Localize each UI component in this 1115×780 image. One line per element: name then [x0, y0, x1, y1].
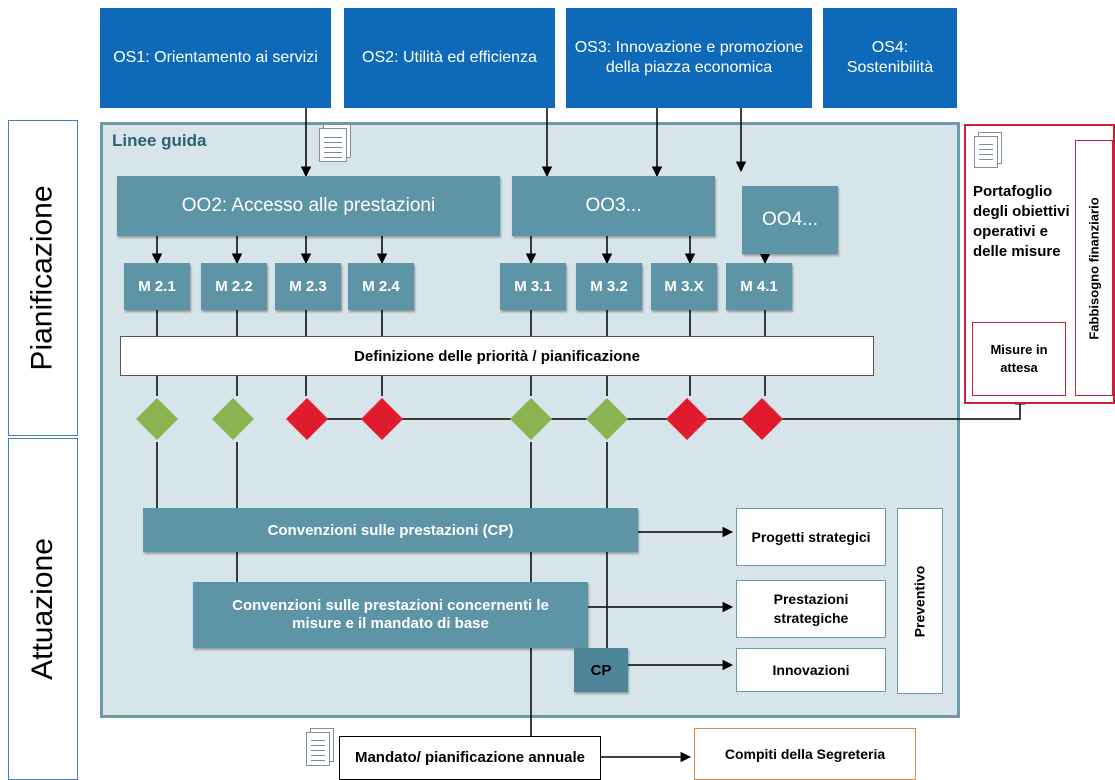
strategic-objective-os4: OS4: Sostenibilità	[823, 8, 957, 108]
document-icon	[319, 128, 347, 162]
strategic-objective-os2: OS2: Utilità ed efficienza	[344, 8, 555, 108]
os1-label: OS1: Orientamento ai servizi	[113, 49, 318, 66]
decision-diamond-rejected	[286, 398, 328, 440]
os2-label: OS2: Utilità ed efficienza	[362, 49, 537, 66]
measure-label: M 2.3	[289, 278, 327, 295]
oo2-label: OO2: Accesso alle prestazioni	[181, 195, 436, 216]
preventivo-box: Preventivo	[897, 508, 943, 694]
priority-bar-label: Definizione delle priorità / pianificazi…	[354, 347, 640, 365]
output-innovazioni-label: Innovazioni	[772, 661, 850, 678]
cp-main-box: Convenzioni sulle prestazioni (CP)	[143, 508, 638, 552]
preventivo-label: Preventivo	[911, 565, 928, 637]
measure-label: M 3.X	[664, 278, 704, 295]
measure-label: M 3.2	[590, 278, 628, 295]
measure-m23: M 2.3	[275, 263, 341, 310]
measure-label: M 2.2	[215, 278, 253, 295]
decision-diamond-approved	[586, 398, 628, 440]
cp-measures-label: Convenzioni sulle prestazioni concernent…	[232, 597, 549, 632]
oo4-label: OO4...	[762, 209, 818, 230]
measure-m32: M 3.2	[576, 263, 642, 310]
oo3-label: OO3...	[585, 195, 642, 216]
secretariat-box: Compiti della Segreteria	[694, 728, 916, 780]
cp-small-box: CP	[574, 648, 628, 692]
measure-m3x: M 3.X	[651, 263, 717, 310]
portfolio-title: Portafoglio degli obiettivi operativi e …	[973, 183, 1070, 260]
output-innovazioni: Innovazioni	[736, 648, 886, 692]
output-prestazioni-label: Prestazioni strategiche	[773, 591, 849, 626]
finance-label: Fabbisogno finanziario	[1086, 196, 1102, 340]
decision-diamond-approved	[136, 398, 178, 440]
secretariat-label: Compiti della Segreteria	[724, 746, 886, 762]
operational-objective-oo3: OO3...	[512, 176, 715, 236]
measure-m41: M 4.1	[726, 263, 792, 310]
measure-label: M 4.1	[740, 278, 778, 295]
cp-measures-box: Convenzioni sulle prestazioni concernent…	[193, 582, 588, 648]
mandate-document-icon	[306, 732, 330, 766]
cp-main-label: Convenzioni sulle prestazioni (CP)	[267, 521, 514, 539]
os3-label: OS3: Innovazione e promozione della piaz…	[574, 39, 804, 76]
decision-diamond-rejected	[361, 398, 403, 440]
portfolio-document-icon	[974, 136, 998, 168]
decision-diamond-rejected	[741, 398, 783, 440]
phase-pianificazione: Pianificazione	[8, 120, 78, 436]
mandate-box: Mandato/ pianificazione annuale	[339, 736, 601, 780]
operational-objective-oo4: OO4...	[742, 186, 838, 254]
decision-diamond-approved	[212, 398, 254, 440]
pending-measures-box: Misure in attesa	[972, 322, 1066, 396]
decision-diamond-rejected	[666, 398, 708, 440]
cp-small-label: CP	[590, 661, 612, 679]
os4-label: OS4: Sostenibilità	[846, 39, 934, 76]
panel-title: Linee guida	[112, 131, 207, 150]
finance-box: Fabbisogno finanziario	[1075, 140, 1113, 396]
measure-m21: M 2.1	[124, 263, 190, 310]
measure-label: M 3.1	[514, 278, 552, 295]
strategic-objective-os3: OS3: Innovazione e promozione della piaz…	[566, 8, 812, 108]
measure-label: M 2.1	[138, 278, 176, 295]
measure-m24: M 2.4	[348, 263, 414, 310]
output-prestazioni-strategiche: Prestazioni strategiche	[736, 580, 886, 638]
measure-m31: M 3.1	[500, 263, 566, 310]
measure-m22: M 2.2	[201, 263, 267, 310]
operational-objective-oo2: OO2: Accesso alle prestazioni	[117, 176, 500, 236]
output-progetti-strategici: Progetti strategici	[736, 508, 886, 566]
decision-diamond-approved	[510, 398, 552, 440]
priority-bar: Definizione delle priorità / pianificazi…	[120, 336, 874, 376]
measure-label: M 2.4	[362, 278, 400, 295]
phase-attuazione: Attuazione	[8, 438, 78, 780]
strategic-objective-os1: OS1: Orientamento ai servizi	[100, 8, 331, 108]
output-progetti-label: Progetti strategici	[751, 528, 871, 545]
pending-measures-label: Misure in attesa	[990, 342, 1048, 375]
mandate-label: Mandato/ pianificazione annuale	[354, 749, 586, 766]
